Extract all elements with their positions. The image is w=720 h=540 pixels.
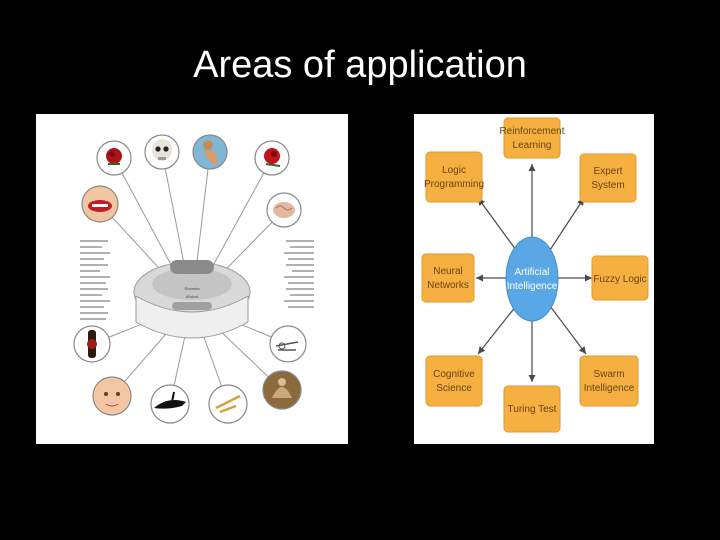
left-caption-column	[80, 240, 110, 320]
insect-icon	[73, 325, 111, 363]
lips-icon	[81, 185, 119, 223]
node-reinforcement-learning: Reinforcement Learning	[499, 117, 565, 159]
node-expert-system: Expert System	[579, 153, 637, 203]
node-label: Intelligence	[584, 383, 635, 394]
crane-icon	[208, 384, 248, 424]
node-label: Swarm	[593, 369, 624, 380]
right-caption-column	[284, 240, 314, 308]
node-turing-test: Turing Test	[503, 385, 561, 433]
node-cognitive-science: Cognitive Science	[425, 355, 483, 407]
node-label: Turing Test	[508, 404, 557, 415]
ai-fields-diagram: Reinforcement Learning Logic Programming…	[421, 117, 649, 433]
node-neural-networks: Neural Networks	[421, 253, 475, 303]
brain-icon	[266, 192, 302, 228]
hand-icon	[269, 325, 307, 363]
robot-applications-diagram: Roomba iRobot	[73, 134, 314, 424]
whale-icon	[150, 384, 190, 424]
node-label: Logic	[442, 165, 466, 176]
node-label: Science	[436, 383, 472, 394]
center-label: Artificial	[514, 267, 549, 278]
robot-applications-figure: Roomba iRobot	[36, 114, 348, 444]
baby-icon	[92, 376, 132, 416]
skull-icon	[144, 134, 180, 170]
rose-icon	[254, 140, 290, 176]
rose-icon	[96, 140, 132, 176]
statue-icon	[262, 370, 302, 410]
device-label: Roomba	[184, 286, 200, 291]
node-fuzzy-logic: Fuzzy Logic	[591, 255, 649, 301]
roomba-device: Roomba iRobot	[133, 260, 251, 339]
node-label: Reinforcement	[499, 126, 564, 137]
node-label: Learning	[513, 140, 552, 151]
slide-title: Areas of application	[193, 44, 527, 86]
woman-icon	[192, 134, 228, 170]
node-logic-programming: Logic Programming	[424, 151, 484, 203]
diagram-arrows	[476, 164, 592, 382]
node-label: Cognitive	[433, 369, 475, 380]
ai-fields-figure: Reinforcement Learning Logic Programming…	[414, 114, 654, 444]
device-brand: iRobot	[186, 294, 198, 299]
center-node-artificial-intelligence: Artificial Intelligence	[505, 236, 559, 322]
node-swarm-intelligence: Swarm Intelligence	[579, 355, 639, 407]
node-label: Networks	[427, 280, 469, 291]
node-label: Neural	[433, 266, 462, 277]
node-label: Programming	[424, 179, 484, 190]
node-label: Expert	[594, 166, 623, 177]
node-label: Fuzzy Logic	[593, 274, 646, 285]
center-label: Intelligence	[507, 281, 558, 292]
node-label: System	[591, 180, 624, 191]
